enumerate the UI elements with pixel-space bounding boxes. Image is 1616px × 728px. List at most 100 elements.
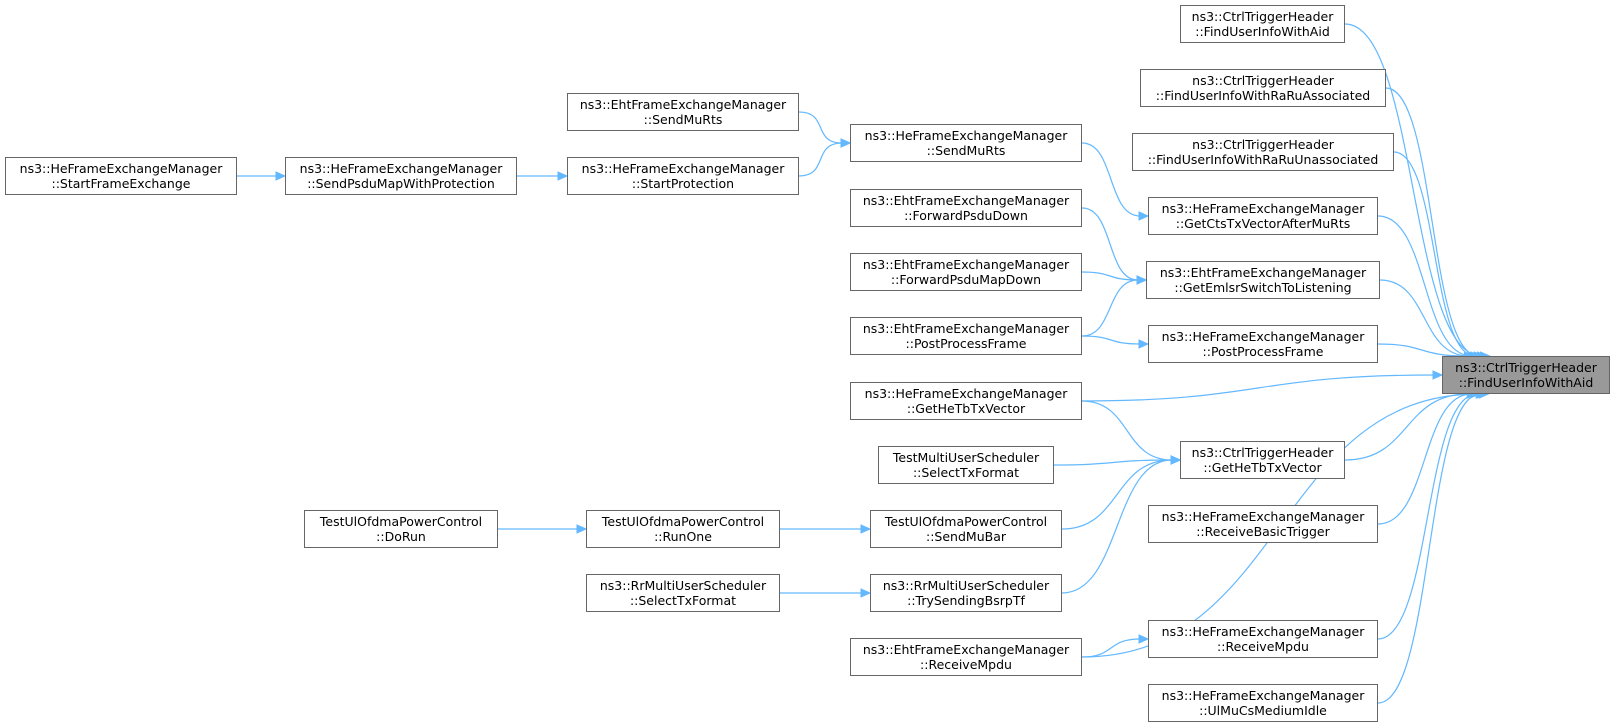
node-test-ulofdma-send-mubar[interactable]: TestUlOfdmaPowerControl::SendMuBar — [870, 510, 1062, 548]
node-he-start-protection[interactable]: ns3::HeFrameExchangeManager::StartProtec… — [567, 157, 799, 195]
node-line1: ns3::HeFrameExchangeManager — [581, 161, 785, 176]
node-line1: ns3::CtrlTriggerHeader — [1455, 360, 1597, 375]
node-line2: ::TrySendingBsrpTf — [907, 593, 1025, 608]
node-he-get-cts-tx-vector-after-murts[interactable]: ns3::HeFrameExchangeManager::GetCtsTxVec… — [1148, 197, 1378, 235]
node-eht-forward-psdu-map-down[interactable]: ns3::EhtFrameExchangeManager::ForwardPsd… — [850, 253, 1082, 291]
edge-n_he_ulmucs-to-n_focus — [1377, 389, 1490, 704]
node-he-send-murts[interactable]: ns3::HeFrameExchangeManager::SendMuRts — [850, 124, 1082, 162]
node-line1: ns3::RrMultiUserScheduler — [882, 578, 1050, 593]
node-ctrl-get-he-tb-tx-vector[interactable]: ns3::CtrlTriggerHeader::GetHeTbTxVector — [1180, 441, 1345, 479]
edge-n_he_sendpsdumap-to-n_he_startprot — [516, 171, 569, 181]
node-eht-send-murts[interactable]: ns3::EhtFrameExchangeManager::SendMuRts — [567, 93, 799, 131]
edge-n_eht_fwdpsdumap-to-n_eht_getemlsr — [1081, 271, 1148, 285]
edge-n_eht_postproc-to-n_he_postproc — [1081, 335, 1150, 349]
node-line1: ns3::HeFrameExchangeManager — [1161, 329, 1365, 344]
node-test-ulofdma-run-one[interactable]: TestUlOfdmaPowerControl::RunOne — [586, 510, 780, 548]
node-eht-receive-mpdu[interactable]: ns3::EhtFrameExchangeManager::ReceiveMpd… — [850, 638, 1082, 676]
node-rr-try-sending-bsrptf[interactable]: ns3::RrMultiUserScheduler::TrySendingBsr… — [870, 574, 1062, 612]
node-ctrl-find-user-info-with-raru-unassociated[interactable]: ns3::CtrlTriggerHeader::FindUserInfoWith… — [1132, 133, 1394, 171]
node-line1: ns3::EhtFrameExchangeManager — [1159, 265, 1367, 280]
edge-n_test_runone-to-n_test_sendmubar — [780, 524, 872, 534]
node-he-get-he-tb-tx-vector[interactable]: ns3::HeFrameExchangeManager::GetHeTbTxVe… — [850, 382, 1082, 420]
node-line1: ns3::EhtFrameExchangeManager — [579, 97, 787, 112]
node-line2: ::ReceiveMpdu — [920, 657, 1012, 672]
node-eht-forward-psdu-down[interactable]: ns3::EhtFrameExchangeManager::ForwardPsd… — [850, 189, 1082, 227]
edge-n_eht_getemlsr-to-n_focus — [1379, 279, 1478, 361]
node-eht-get-emlsr-switch-to-listening[interactable]: ns3::EhtFrameExchangeManager::GetEmlsrSw… — [1146, 261, 1380, 299]
node-line2: ::GetEmlsrSwitchToListening — [1174, 280, 1352, 295]
node-line1: ns3::HeFrameExchangeManager — [864, 128, 1068, 143]
node-line2: ::SendMuRts — [926, 143, 1006, 158]
node-line1: ns3::EhtFrameExchangeManager — [862, 193, 1070, 208]
node-line1: TestMultiUserScheduler — [892, 450, 1040, 465]
node-line1: ns3::HeFrameExchangeManager — [19, 161, 223, 176]
edge-n_he_gethetb-to-n_focus — [1081, 370, 1444, 402]
edge-n_he_getcts-to-n_focus — [1377, 215, 1482, 361]
edge-n_test_dorun-to-n_test_runone — [498, 524, 588, 534]
node-line1: ns3::CtrlTriggerHeader — [1192, 73, 1334, 88]
node-line1: TestUlOfdmaPowerControl — [601, 514, 765, 529]
edge-n_he_startfe-to-n_he_sendpsdumap — [236, 171, 287, 181]
node-line2: ::GetCtsTxVectorAfterMuRts — [1175, 216, 1351, 231]
node-ctrl-find-user-info-with-raru-associated[interactable]: ns3::CtrlTriggerHeader::FindUserInfoWith… — [1140, 69, 1386, 107]
node-line2: ::FindUserInfoWithAid — [1195, 24, 1330, 39]
node-line2: ::SendMuRts — [643, 112, 723, 127]
node-line2: ::ForwardPsduDown — [904, 208, 1028, 223]
node-line2: ::RunOne — [654, 529, 712, 544]
edge-n_he_sendmurts-to-n_he_getcts — [1081, 142, 1150, 221]
node-he-post-process-frame[interactable]: ns3::HeFrameExchangeManager::PostProcess… — [1148, 325, 1378, 363]
node-line2: ::FindUserInfoWithRaRuAssociated — [1155, 88, 1371, 103]
node-he-ul-mu-cs-medium-idle[interactable]: ns3::HeFrameExchangeManager::UlMuCsMediu… — [1148, 684, 1378, 722]
node-line2: ::ForwardPsduMapDown — [890, 272, 1042, 287]
node-line2: ::FindUserInfoWithRaRuUnassociated — [1147, 152, 1379, 167]
node-test-multiuser-select-tx-format[interactable]: TestMultiUserScheduler::SelectTxFormat — [878, 446, 1054, 484]
node-line2: ::FindUserInfoWithAid — [1458, 375, 1594, 390]
node-line2: ::SelectTxFormat — [629, 593, 737, 608]
edge-n_rr_trysending-to-n_ctrl_gethetb — [1061, 455, 1182, 594]
node-focus-find-user-info-with-aid: ns3::CtrlTriggerHeader::FindUserInfoWith… — [1442, 356, 1610, 394]
node-line2: ::PostProcessFrame — [905, 336, 1027, 351]
node-line2: ::StartProtection — [631, 176, 735, 191]
node-line1: ns3::CtrlTriggerHeader — [1191, 445, 1334, 460]
node-line1: ns3::HeFrameExchangeManager — [864, 386, 1068, 401]
node-line2: ::PostProcessFrame — [1202, 344, 1324, 359]
node-line1: ns3::EhtFrameExchangeManager — [862, 642, 1070, 657]
node-line2: ::StartFrameExchange — [51, 176, 191, 191]
node-line1: ns3::HeFrameExchangeManager — [1161, 509, 1365, 524]
node-ctrl-find-user-info-with-aid[interactable]: ns3::CtrlTriggerHeader::FindUserInfoWith… — [1180, 5, 1345, 43]
node-eht-post-process-frame[interactable]: ns3::EhtFrameExchangeManager::PostProces… — [850, 317, 1082, 355]
node-line1: ns3::RrMultiUserScheduler — [599, 578, 767, 593]
node-test-ulofdma-do-run[interactable]: TestUlOfdmaPowerControl::DoRun — [304, 510, 498, 548]
edge-n_he_startprot-to-n_he_sendmurts — [798, 138, 852, 177]
node-line1: TestUlOfdmaPowerControl — [319, 514, 483, 529]
edge-n_ctrl_gethetb-to-n_focus — [1344, 389, 1478, 461]
node-line1: TestUlOfdmaPowerControl — [884, 514, 1048, 529]
node-line1: ns3::HeFrameExchangeManager — [1161, 201, 1365, 216]
edge-n_he_recvbasic-to-n_focus — [1377, 389, 1481, 525]
node-line1: ns3::CtrlTriggerHeader — [1192, 137, 1334, 152]
node-he-receive-basic-trigger[interactable]: ns3::HeFrameExchangeManager::ReceiveBasi… — [1148, 505, 1378, 543]
node-line1: ns3::EhtFrameExchangeManager — [862, 257, 1070, 272]
node-line1: ns3::HeFrameExchangeManager — [299, 161, 503, 176]
node-rr-select-tx-format[interactable]: ns3::RrMultiUserScheduler::SelectTxForma… — [586, 574, 780, 612]
node-line1: ns3::CtrlTriggerHeader — [1191, 9, 1334, 24]
node-line2: ::ReceiveBasicTrigger — [1196, 524, 1330, 539]
node-line2: ::SendMuBar — [926, 529, 1006, 544]
node-line2: ::GetHeTbTxVector — [906, 401, 1026, 416]
node-he-receive-mpdu[interactable]: ns3::HeFrameExchangeManager::ReceiveMpdu — [1148, 620, 1378, 658]
node-line2: ::SelectTxFormat — [912, 465, 1020, 480]
node-line1: ns3::HeFrameExchangeManager — [1161, 688, 1365, 703]
node-line2: ::GetHeTbTxVector — [1203, 460, 1322, 475]
node-line2: ::DoRun — [376, 529, 426, 544]
node-line2: ::SendPsduMapWithProtection — [307, 176, 495, 191]
edge-n_eht_recvmpdu-to-n_he_recvmpdu — [1081, 634, 1150, 658]
edge-n_he_recvmpdu-to-n_focus — [1377, 389, 1487, 640]
node-line1: ns3::HeFrameExchangeManager — [1161, 624, 1365, 639]
node-line2: ::ReceiveMpdu — [1217, 639, 1309, 654]
node-he-start-frame-exchange[interactable]: ns3::HeFrameExchangeManager::StartFrameE… — [5, 157, 237, 195]
edge-n_fuiwru-to-n_focus — [1393, 151, 1485, 361]
node-line1: ns3::EhtFrameExchangeManager — [862, 321, 1070, 336]
edge-n_he_gethetb-to-n_ctrl_gethetb — [1081, 400, 1182, 465]
node-he-send-psdu-map-with-protection[interactable]: ns3::HeFrameExchangeManager::SendPsduMap… — [285, 157, 517, 195]
